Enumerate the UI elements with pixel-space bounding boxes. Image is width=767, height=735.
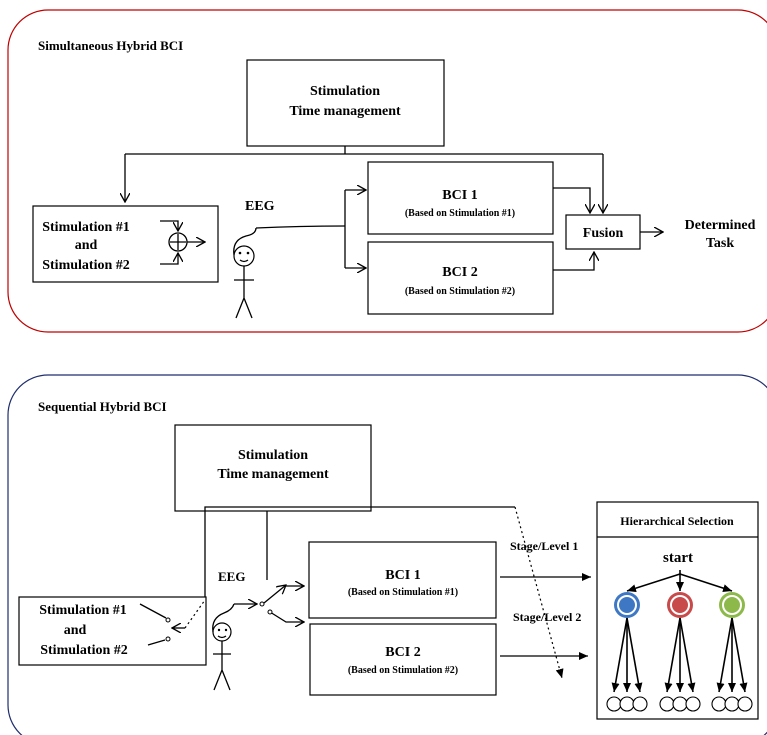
fusion-label: Fusion	[583, 226, 624, 241]
sim-bci1-subtitle: (Based on Stimulation #1)	[405, 208, 515, 219]
sim-bci1-title: BCI 1	[442, 188, 477, 203]
seq-eeg-label: EEG	[218, 569, 245, 584]
tree-branch-arrow	[679, 573, 733, 593]
sim-stim-line1: Stimulation #1	[42, 220, 130, 235]
sim-timing-box	[246, 59, 445, 147]
tree-leaf-node	[606, 696, 622, 712]
seq-bci2-subtitle: (Based on Stimulation #2)	[348, 665, 458, 676]
tree-leaf-arrow	[664, 617, 681, 693]
hierarchy-start-label: start	[663, 550, 693, 566]
hierarchy-tree	[606, 570, 753, 712]
tree-leaf-arrow	[611, 617, 628, 693]
sequential-panel: Sequential Hybrid BCI Stimulation Time m…	[7, 374, 767, 735]
seq-eeg-switch-icon	[259, 585, 304, 622]
seq-timing-line1: Stimulation	[238, 448, 308, 463]
sim-timing-line1: Stimulation	[310, 84, 380, 99]
sim-stim-line3: Stimulation #2	[42, 258, 130, 273]
tree-branch-arrow	[626, 573, 681, 593]
seq-bci2-box	[309, 623, 497, 696]
tree-leaf-arrow	[716, 617, 733, 693]
sim-bci2-title: BCI 2	[442, 265, 477, 280]
sim-bci1-box	[367, 161, 554, 235]
seq-timing-box	[174, 424, 372, 512]
simultaneous-frame	[7, 9, 767, 333]
tree-leaf-node	[672, 696, 688, 712]
sim-eeg-wire	[255, 225, 346, 229]
tree-leaf-node	[632, 696, 648, 712]
sim-person-icon	[233, 227, 257, 319]
output-line2: Task	[706, 236, 735, 251]
sequential-frame	[7, 374, 767, 735]
sim-bci2-subtitle: (Based on Stimulation #2)	[405, 286, 515, 297]
hierarchy-title: Hierarchical Selection	[620, 514, 734, 528]
sim-bci2-box	[367, 241, 554, 315]
stage1-label: Stage/Level 1	[510, 539, 578, 553]
seq-stim-line1: Stimulation #1	[39, 603, 127, 618]
tree-leaf-arrow	[731, 617, 748, 693]
tree-leaf-arrow	[679, 617, 696, 693]
sequential-title: Sequential Hybrid BCI	[38, 399, 167, 414]
seq-timing-line2: Time management	[217, 467, 329, 482]
seq-bci2-title: BCI 2	[385, 645, 420, 660]
stage2-label: Stage/Level 2	[513, 610, 581, 624]
sim-timing-line2: Time management	[289, 104, 401, 119]
seq-person-icon	[212, 603, 235, 691]
seq-stim-switch-icon	[139, 599, 206, 646]
seq-control-bus	[204, 506, 515, 625]
seq-stim-line2: and	[64, 623, 87, 638]
simultaneous-title: Simultaneous Hybrid BCI	[38, 38, 183, 53]
sum-plus	[170, 234, 186, 250]
tree-leaf-node	[659, 696, 675, 712]
tree-leaf-node	[724, 696, 740, 712]
output-line1: Determined	[685, 218, 756, 233]
sim-eeg-label: EEG	[245, 199, 275, 214]
seq-bci1-title: BCI 1	[385, 568, 420, 583]
seq-bci1-box	[308, 541, 497, 619]
tree-leaf-node	[685, 696, 701, 712]
tree-leaf-node	[711, 696, 727, 712]
simultaneous-panel: Simultaneous Hybrid BCI Stimulation Time…	[7, 9, 767, 333]
tree-leaf-node	[737, 696, 753, 712]
seq-stim-line3: Stimulation #2	[40, 643, 128, 658]
tree-leaf-node	[619, 696, 635, 712]
sim-stim-line2: and	[75, 238, 98, 253]
seq-bci1-subtitle: (Based on Stimulation #1)	[348, 587, 458, 598]
tree-leaf-arrow	[626, 617, 643, 693]
